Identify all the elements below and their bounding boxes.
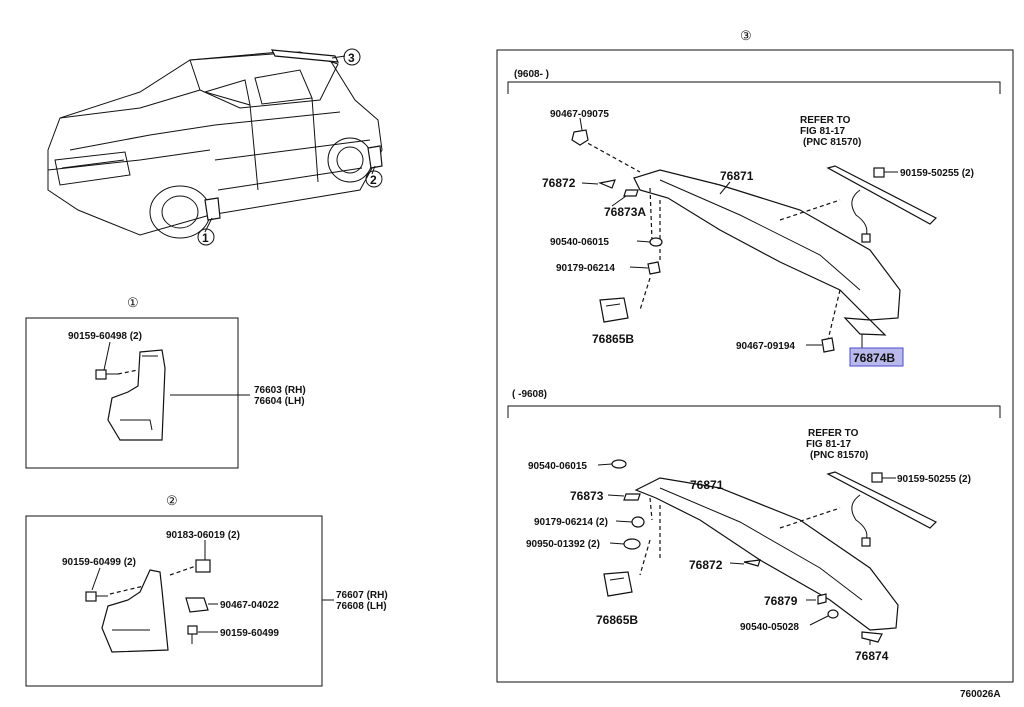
- lower-spoiler-label[interactable]: 76871: [690, 478, 724, 492]
- panel2-bolt-icon: [85, 591, 108, 602]
- lower-spoiler-icon: [634, 477, 899, 631]
- lower-76872-label[interactable]: 76872: [689, 558, 723, 572]
- panel2-rh-label[interactable]: 76607 (RH): [336, 590, 388, 601]
- lower-76873-label[interactable]: 76873: [570, 489, 604, 503]
- panel1-frame: [25, 317, 239, 469]
- callout-1[interactable]: 1: [197, 228, 215, 246]
- panel3-frame: [496, 49, 1014, 683]
- callout-1-label: 1: [202, 231, 209, 245]
- upper-clip-top-label[interactable]: 90467-09075: [550, 109, 609, 120]
- lower-refer1-label: REFER TO: [808, 428, 859, 439]
- panel2-mudflap-icon: [101, 569, 169, 653]
- upper-refer3-label[interactable]: (PNC 81570): [803, 137, 861, 148]
- panel1-lh-label[interactable]: 76604 (LH): [254, 396, 305, 407]
- lower-assembly: [597, 459, 938, 645]
- lower-nut-label[interactable]: 90540-06015: [528, 461, 587, 472]
- lower-grommet-label[interactable]: 90950-01392 (2): [526, 539, 600, 550]
- panel2-frame: [25, 515, 323, 687]
- panel1-mudflap-icon: [107, 349, 166, 441]
- panel2-screw-icon: [187, 625, 198, 644]
- panel2-lh-label[interactable]: 76608 (LH): [336, 601, 387, 612]
- panel3-title: ③: [740, 28, 752, 43]
- figure-id: 760026A: [960, 689, 1001, 700]
- lower-76874-label[interactable]: 76874: [855, 649, 889, 663]
- upper-spoiler-icon: [633, 169, 901, 321]
- panel1-bolt-label[interactable]: 90159-60498 (2): [68, 331, 142, 342]
- upper-76873A-label[interactable]: 76873A: [604, 205, 646, 219]
- callout-2-label: 2: [370, 173, 377, 187]
- panel2-clip-mid-label[interactable]: 90467-04022: [220, 600, 279, 611]
- callout-3-label: 3: [348, 51, 355, 65]
- lower-76879-label[interactable]: 76879: [764, 594, 798, 608]
- lower-screw-label[interactable]: 90159-50255 (2): [897, 474, 971, 485]
- panel1-rh-label[interactable]: 76603 (RH): [254, 385, 306, 396]
- panel2-clip-icon: [195, 559, 211, 573]
- upper-76872-label[interactable]: 76872: [542, 176, 576, 190]
- upper-nut-label[interactable]: 90540-06015: [550, 237, 609, 248]
- upper-refer1-label: REFER TO: [800, 115, 851, 126]
- selected-part-label: 76874B: [853, 351, 895, 365]
- upper-refer2-label[interactable]: FIG 81-17: [800, 126, 845, 137]
- panel2-title: ②: [166, 493, 178, 508]
- lower-refer3-label[interactable]: (PNC 81570): [810, 450, 868, 461]
- panel1-bolt-icon: [95, 369, 118, 380]
- panel2-clip-top-label[interactable]: 90183-06019 (2): [166, 530, 240, 541]
- selected-part-76874B[interactable]: 76874B: [849, 347, 904, 367]
- upper-clip-low-label[interactable]: 90467-09194: [736, 341, 795, 352]
- lower-range-label: ( -9608): [512, 389, 547, 400]
- panel2-bolt-low-label[interactable]: 90159-60499: [220, 628, 279, 639]
- callout-2[interactable]: 2: [365, 170, 383, 188]
- panel1-title: ①: [127, 295, 139, 310]
- upper-screw-label[interactable]: 90159-50255 (2): [900, 168, 974, 179]
- lower-nut2-label[interactable]: 90540-05028: [740, 622, 799, 633]
- panel2-nut-icon: [185, 597, 209, 613]
- upper-range-label: (9608- ): [514, 69, 549, 80]
- lower-washer-label[interactable]: 90179-06214 (2): [534, 517, 608, 528]
- callout-3[interactable]: 3: [343, 48, 361, 66]
- upper-bracket-label[interactable]: 76865B: [592, 332, 634, 346]
- lower-bracket-label[interactable]: 76865B: [596, 613, 638, 627]
- car-illustration: [47, 49, 383, 239]
- upper-assembly: [571, 117, 938, 353]
- upper-spoiler-label[interactable]: 76871: [720, 169, 754, 183]
- panel2-bolt-left-label[interactable]: 90159-60499 (2): [62, 557, 136, 568]
- lower-refer2-label[interactable]: FIG 81-17: [806, 439, 851, 450]
- upper-washer-label[interactable]: 90179-06214: [556, 263, 615, 274]
